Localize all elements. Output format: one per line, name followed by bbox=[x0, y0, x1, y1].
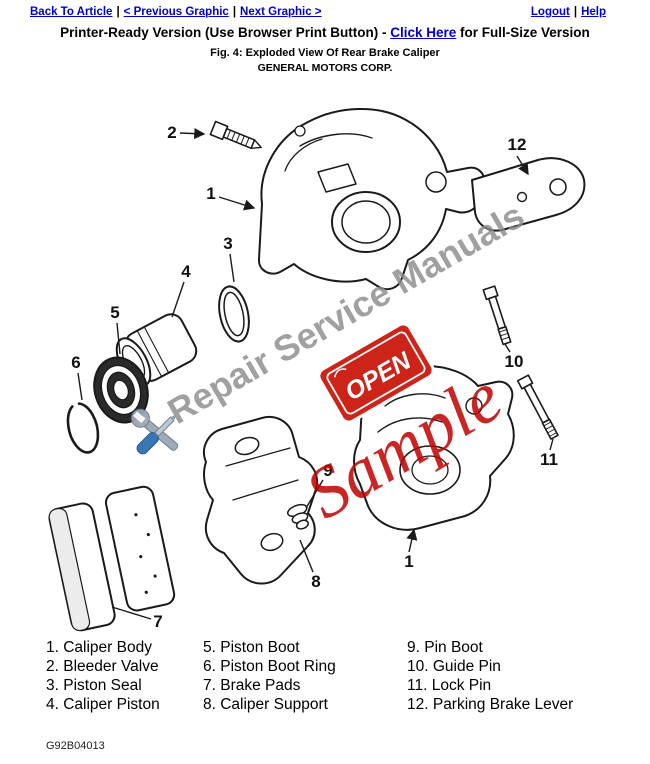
repair-tools-icon bbox=[130, 408, 179, 455]
help-link[interactable]: Help bbox=[581, 6, 606, 18]
brake-pads-shape bbox=[48, 485, 176, 632]
logout-link[interactable]: Logout bbox=[530, 6, 570, 18]
callout-4: 4 bbox=[181, 262, 191, 281]
legend-item-brake-pads: 7. Brake Pads bbox=[203, 677, 301, 694]
session-navigation: Logout|Help bbox=[531, 6, 606, 18]
full-size-version-link[interactable]: Click Here bbox=[390, 25, 457, 40]
next-graphic-link[interactable]: Next Graphic > bbox=[240, 6, 322, 18]
guide-pin-shape bbox=[482, 285, 512, 346]
legend-item-piston-seal: 3. Piston Seal bbox=[46, 677, 142, 694]
legend-item-caliper-piston: 4. Caliper Piston bbox=[46, 696, 160, 713]
top-navigation: Back To Article|< Previous Graphic|Next … bbox=[0, 0, 650, 18]
callout-11: 11 bbox=[540, 450, 558, 469]
piston-seal-shape bbox=[218, 285, 250, 343]
legend-item-piston-boot: 5. Piston Boot bbox=[203, 639, 300, 656]
legend-item-parking-brake-lever: 12. Parking Brake Lever bbox=[407, 696, 574, 713]
legend-item-guide-pin: 10. Guide Pin bbox=[407, 658, 501, 675]
callout-12: 12 bbox=[508, 135, 527, 154]
company-name: GENERAL MOTORS CORP. bbox=[257, 62, 393, 74]
exploded-view-diagram: 2 1 12 3 4 5 6 10 11 9 8 7 1 Repair Serv… bbox=[48, 107, 586, 632]
bleeder-valve-shape bbox=[209, 120, 262, 150]
printer-ready-title: Printer-Ready Version (Use Browser Print… bbox=[0, 25, 650, 40]
legend-column-2: 5. Piston Boot 6. Piston Boot Ring 7. Br… bbox=[203, 638, 407, 714]
legend-item-caliper-body: 1. Caliper Body bbox=[46, 639, 152, 656]
document-id: G92B04013 bbox=[46, 740, 105, 752]
legend-item-pin-boot: 9. Pin Boot bbox=[407, 639, 483, 656]
caliper-assembly-shape bbox=[353, 365, 515, 531]
lock-pin-shape bbox=[516, 374, 559, 440]
callout-1: 1 bbox=[206, 184, 215, 203]
legend-item-lock-pin: 11. Lock Pin bbox=[407, 677, 492, 694]
caliper-support-shape bbox=[203, 416, 318, 585]
callout-1b: 1 bbox=[404, 552, 413, 571]
caliper-body-shape bbox=[257, 107, 486, 291]
callout-leader-lines bbox=[77, 127, 554, 620]
callout-3: 3 bbox=[223, 234, 232, 253]
legend-column-1: 1. Caliper Body 2. Bleeder Valve 3. Pist… bbox=[46, 638, 203, 714]
nav-separator: | bbox=[573, 6, 578, 18]
diagram-parts bbox=[48, 107, 586, 632]
open-sign: OPEN bbox=[317, 322, 435, 424]
nav-separator: | bbox=[116, 6, 120, 18]
callout-7: 7 bbox=[153, 612, 162, 631]
callout-8: 8 bbox=[311, 572, 320, 591]
legend-item-bleeder-valve: 2. Bleeder Valve bbox=[46, 658, 159, 675]
callout-6: 6 bbox=[71, 353, 80, 372]
piston-boot-shape bbox=[93, 356, 149, 424]
full-size-text: for Full-Size Version bbox=[456, 25, 590, 40]
previous-graphic-link[interactable]: < Previous Graphic bbox=[123, 6, 229, 18]
legend-item-caliper-support: 8. Caliper Support bbox=[203, 696, 328, 713]
nav-separator: | bbox=[232, 6, 237, 18]
back-to-article-link[interactable]: Back To Article bbox=[30, 6, 113, 18]
callout-2: 2 bbox=[167, 123, 176, 142]
printer-ready-text: Printer-Ready Version (Use Browser Print… bbox=[60, 25, 391, 40]
graphic-navigation: Back To Article|< Previous Graphic|Next … bbox=[30, 6, 322, 18]
piston-boot-ring-shape bbox=[66, 402, 100, 454]
figure-caption: Fig. 4: Exploded View Of Rear Brake Cali… bbox=[210, 47, 440, 59]
parts-legend: 1. Caliper Body 2. Bleeder Valve 3. Pist… bbox=[0, 638, 650, 714]
callout-10: 10 bbox=[505, 352, 524, 371]
parking-brake-lever-shape bbox=[471, 157, 586, 232]
callout-5: 5 bbox=[110, 303, 119, 322]
callout-9: 9 bbox=[323, 461, 332, 480]
callout-numbers: 2 1 12 3 4 5 6 10 11 9 8 7 1 bbox=[71, 123, 558, 631]
legend-item-piston-boot-ring: 6. Piston Boot Ring bbox=[203, 658, 336, 675]
legend-column-3: 9. Pin Boot 10. Guide Pin 11. Lock Pin 1… bbox=[407, 638, 627, 714]
open-sign-flourish bbox=[333, 368, 347, 378]
pin-boot-shape bbox=[286, 503, 309, 530]
